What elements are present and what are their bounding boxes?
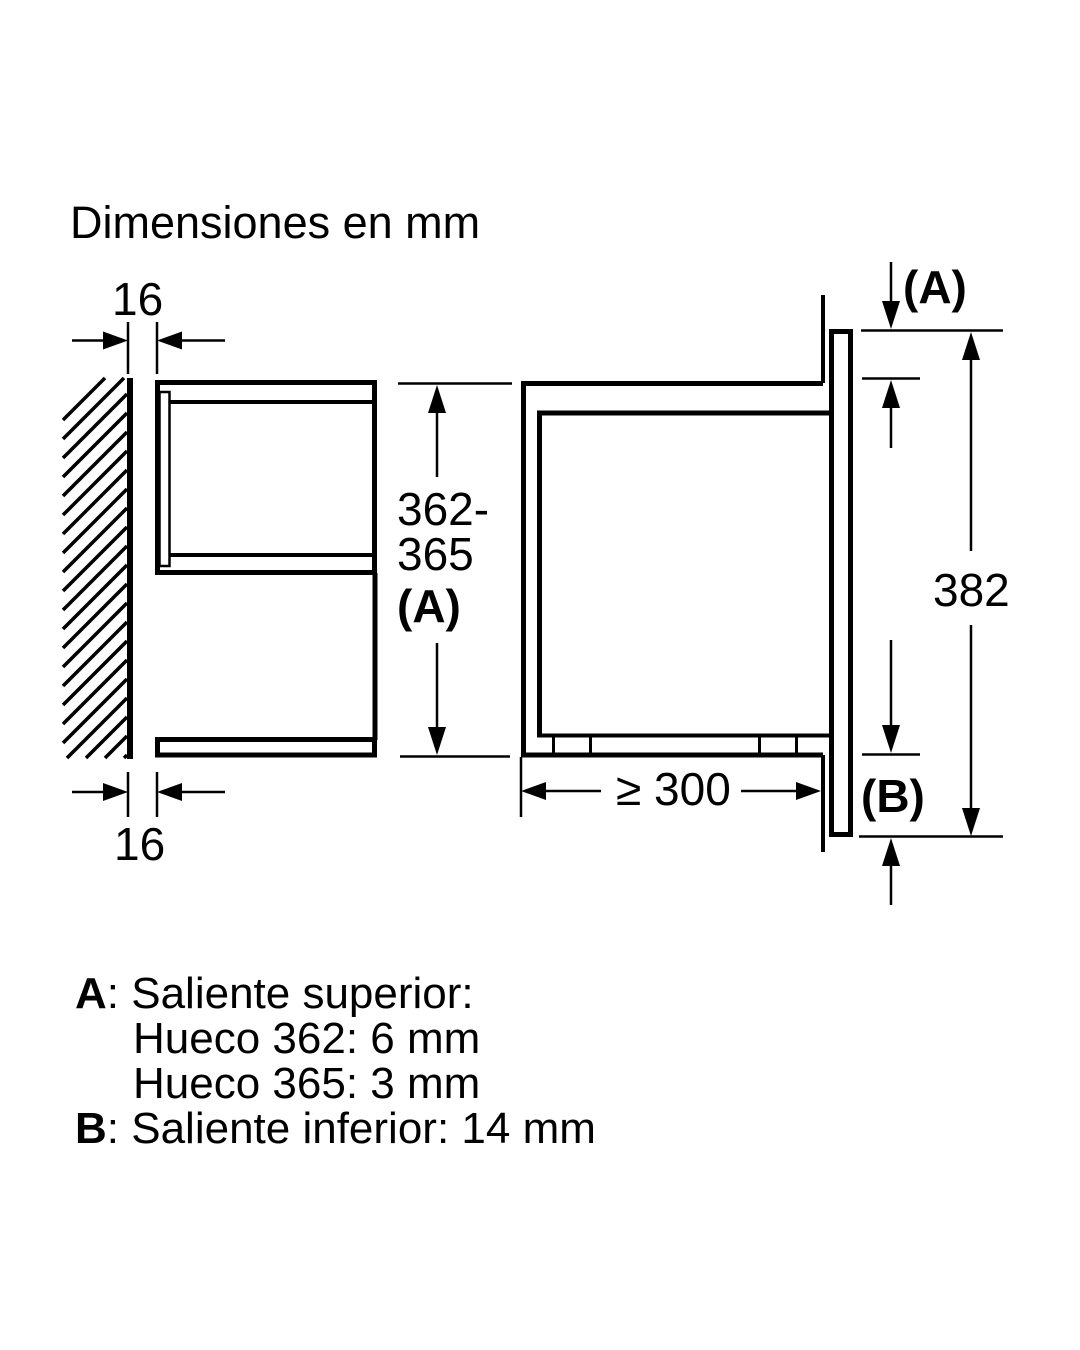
door-front-bar xyxy=(158,390,171,568)
hatch-stroke xyxy=(61,601,129,669)
legend-key-b: B xyxy=(75,1104,107,1153)
dim-a-label: (A) xyxy=(903,261,967,313)
hatch-stroke xyxy=(61,392,129,460)
legend-text-a: : Saliente superior: xyxy=(107,969,474,1018)
dim-niche-height-label-1: 362- xyxy=(397,483,489,535)
dim-total-height: 382 xyxy=(933,332,1010,836)
dim-min-depth: ≥ 300 xyxy=(519,757,821,817)
arrowhead-down-icon xyxy=(882,725,900,753)
dim-16-top-label: 16 xyxy=(112,273,163,325)
dim-bottom-protrusion: (B) xyxy=(859,640,1003,905)
dim-382-label: 382 xyxy=(933,564,1010,616)
hatch-stroke xyxy=(61,506,129,574)
hatch-stroke xyxy=(61,639,129,707)
hatch-stroke xyxy=(61,449,129,517)
legend-key-a: A xyxy=(75,969,107,1018)
appliance-front-frame xyxy=(829,329,853,837)
arrowhead-up-icon xyxy=(428,385,446,413)
arrowhead-left-icon xyxy=(157,331,182,350)
hatch-stroke xyxy=(65,696,129,760)
arrowhead-right-icon xyxy=(103,331,128,350)
hatch-stroke xyxy=(61,411,129,479)
arrowhead-up-icon xyxy=(962,332,980,360)
wall-hatching xyxy=(61,376,129,760)
hatch-stroke xyxy=(61,376,126,441)
arrowhead-left-icon xyxy=(157,783,182,801)
arrowhead-down-icon xyxy=(882,301,900,329)
arrowhead-down-icon xyxy=(962,808,980,836)
dim-16-bottom-label: 16 xyxy=(114,818,165,870)
dim-b-label: (B) xyxy=(861,770,925,822)
arrowhead-right-icon xyxy=(796,782,821,800)
hatch-stroke xyxy=(61,544,129,612)
hatch-stroke xyxy=(61,525,129,593)
hatch-stroke xyxy=(61,620,129,688)
arrowhead-right-icon xyxy=(103,783,128,801)
arrowhead-up-icon xyxy=(882,838,900,866)
hatch-stroke xyxy=(103,734,129,760)
right-section-view xyxy=(521,295,853,852)
dim-niche-height-label-a: (A) xyxy=(397,580,461,632)
left-side-view xyxy=(61,376,378,760)
dim-niche-height-label-2: 365 xyxy=(397,528,474,580)
legend-line-a: A: Saliente superior: xyxy=(75,969,474,1018)
hatch-stroke xyxy=(84,715,129,760)
hatch-stroke xyxy=(61,563,129,631)
arrowhead-down-icon xyxy=(428,727,446,755)
dim-16-bottom: 16 xyxy=(72,772,225,870)
hatch-stroke xyxy=(61,582,129,650)
dim-niche-height: 362- 365 (A) xyxy=(397,382,512,758)
hatch-stroke xyxy=(61,487,129,555)
legend-text-b: : Saliente inferior: 14 mm xyxy=(107,1104,596,1153)
cabinet-bottom-strip xyxy=(155,737,377,758)
hatch-stroke xyxy=(61,468,129,536)
dim-16-top: 16 xyxy=(72,273,225,374)
hatch-stroke xyxy=(61,430,129,498)
legend-line-b: B: Saliente inferior: 14 mm xyxy=(75,1104,596,1153)
dim-min-depth-label: ≥ 300 xyxy=(616,763,731,815)
arrowhead-left-icon xyxy=(521,782,546,800)
legend-line-hueco-365: Hueco 365: 3 mm xyxy=(133,1059,480,1108)
legend: A: Saliente superior: Hueco 362: 6 mm Hu… xyxy=(75,969,596,1153)
hatch-stroke xyxy=(122,753,129,760)
hatch-stroke xyxy=(61,376,107,422)
legend-line-hueco-362: Hueco 362: 6 mm xyxy=(133,1014,480,1063)
diagram-title: Dimensiones en mm xyxy=(70,197,480,248)
hatch-stroke xyxy=(61,677,129,745)
cabinet-upper-outline xyxy=(155,380,377,575)
arrowhead-up-icon xyxy=(882,380,900,408)
hatch-stroke xyxy=(61,658,129,726)
dim-top-protrusion: (A) xyxy=(861,261,1003,448)
